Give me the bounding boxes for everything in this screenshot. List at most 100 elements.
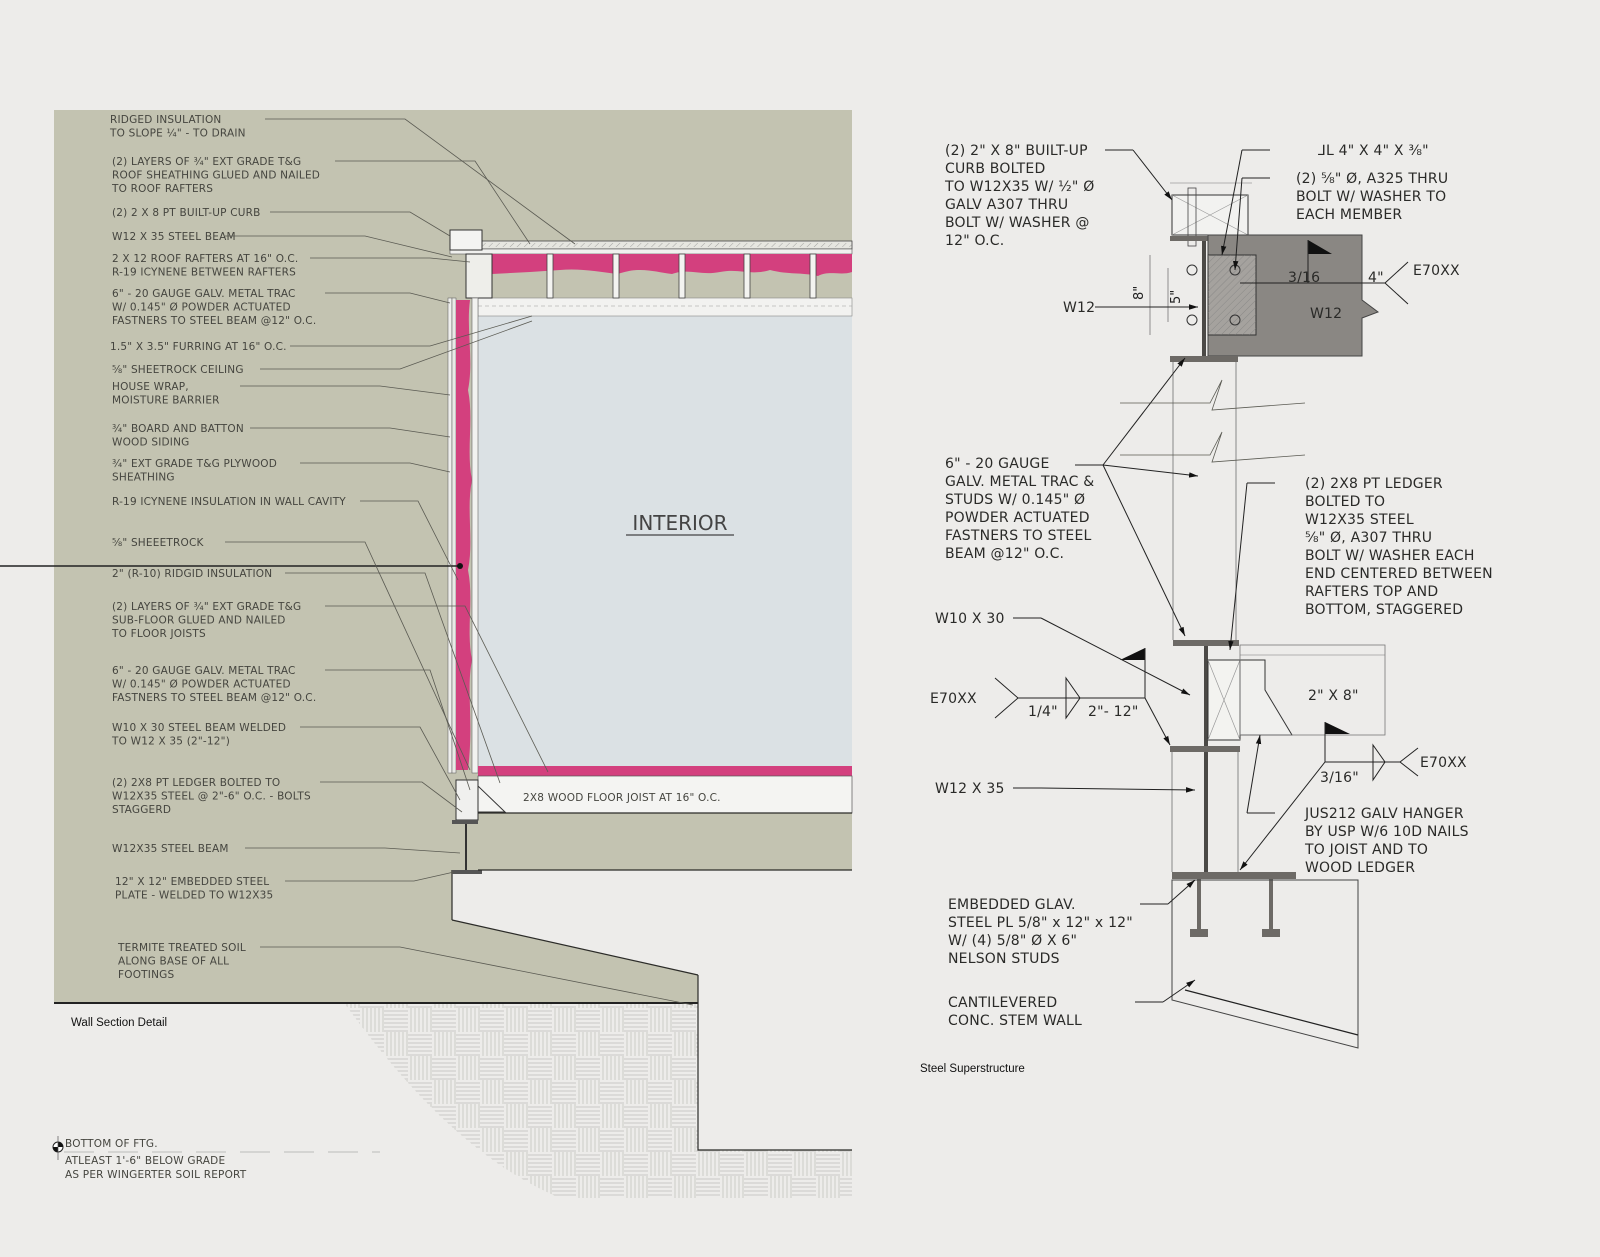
callout-text: BY USP W/6 10D NAILS	[1305, 824, 1469, 840]
steel-callout: W10 X 30	[935, 611, 1191, 696]
svg-text:4": 4"	[1368, 270, 1384, 286]
callout-text: W10 X 30	[935, 611, 1005, 627]
callout-text: 6" - 20 GAUGE	[945, 456, 1050, 472]
callout-text: TO SLOPE ¼" - TO DRAIN	[109, 128, 246, 140]
leader-arrow	[1040, 787, 1196, 793]
roof-rafters	[546, 253, 817, 299]
callout-text: FASTNERS TO STEEL	[945, 528, 1092, 544]
leader-arrow	[1102, 357, 1186, 466]
leader-line	[285, 572, 501, 784]
callout-text: W/ 0.145" Ø POWDER ACTUATED	[112, 679, 291, 691]
callout-text: STEEL PL 5/8" x 12" x 12"	[948, 915, 1133, 931]
wall-callout: R-19 ICYNENE INSULATION IN WALL CAVITY	[112, 496, 459, 581]
callout-text: BEAM @12" O.C.	[945, 546, 1064, 562]
wall-callout: 2" (R-10) RIDGID INSULATION	[112, 568, 501, 784]
callout-text: BOTTOM, STAGGERED	[1305, 602, 1463, 618]
svg-text:ATLEAST 1'-6" BELOW GRADE: ATLEAST 1'-6" BELOW GRADE	[65, 1155, 225, 1167]
leader-line	[240, 385, 451, 396]
callout-text: ⅝" SHEETROCK CEILING	[112, 364, 244, 376]
roof-insulation	[492, 254, 852, 276]
built-up-curb	[449, 229, 483, 251]
callout-text: R-19 ICYNENE BETWEEN RAFTERS	[112, 267, 296, 279]
leader-line	[360, 500, 459, 581]
callout-text: TO W12 X 35 (2"-12")	[111, 736, 230, 748]
callout-text: W/ 0.145" Ø POWDER ACTUATED	[112, 302, 291, 314]
floor-joist-label: 2X8 WOOD FLOOR JOIST AT 16" O.C.	[523, 792, 721, 804]
leader-arrow	[1102, 464, 1199, 478]
leader-line	[260, 320, 533, 370]
leader-line	[300, 726, 461, 801]
callout-text: TO JOIST AND TO	[1304, 842, 1428, 858]
callout-text: (2) 2 X 8 PT BUILT-UP CURB	[112, 207, 261, 219]
wall-callout: (2) 2 X 8 PT BUILT-UP CURB	[112, 207, 451, 237]
wall-insulation	[456, 300, 472, 770]
weld-symbol-top: 3/16 4" E70XX	[1240, 240, 1460, 305]
leader-line	[250, 427, 451, 438]
leader-arrow	[1040, 617, 1191, 696]
leader-line	[320, 781, 463, 813]
callout-text: BOLTED TO	[1305, 494, 1385, 510]
callout-text: CONC. STEM WALL	[948, 1013, 1082, 1029]
leader-arrow	[1228, 482, 1248, 651]
leader-line	[245, 847, 461, 854]
callout-text: FOOTINGS	[118, 969, 174, 981]
leader-line	[225, 541, 471, 771]
callout-text: POWDER ACTUATED	[945, 510, 1090, 526]
floor-ledger	[455, 779, 479, 821]
leader-line	[285, 871, 455, 882]
callout-text: 12" O.C.	[945, 233, 1004, 249]
svg-text:W12: W12	[1310, 306, 1342, 322]
callout-text: MOISTURE BARRIER	[112, 395, 220, 407]
svg-text:E70XX: E70XX	[1420, 755, 1467, 771]
wall-callout: (2) LAYERS OF ¾" EXT GRADE T&GSUB-FLOOR …	[111, 601, 549, 773]
callout-text: STUDS W/ 0.145" Ø	[945, 492, 1085, 508]
svg-text:1/4": 1/4"	[1028, 704, 1058, 720]
callout-text: W12X35 STEEL BEAM	[112, 843, 229, 855]
callout-text: W12 X 35 STEEL BEAM	[112, 231, 236, 243]
svg-text:E70XX: E70XX	[1413, 263, 1460, 279]
callout-text: WOOD LEDGER	[1305, 860, 1415, 876]
callout-text: 2 X 12 ROOF RAFTERS AT 16" O.C.	[112, 253, 298, 265]
embed-plate	[1172, 872, 1296, 879]
callout-text: W10 X 30 STEEL BEAM WELDED	[112, 722, 286, 734]
weld-symbol-left: E70XX 1/4" 2"- 12"	[930, 648, 1171, 746]
callout-text: RAFTERS TOP AND	[1305, 584, 1438, 600]
leader-line	[335, 160, 531, 245]
callout-text: NELSON STUDS	[948, 951, 1060, 967]
leader-line	[300, 462, 451, 473]
callout-text: (2) ⅝" Ø, A325 THRU	[1296, 171, 1448, 187]
callout-text: ⅝" Ø, A307 THRU	[1305, 530, 1432, 546]
leader-line	[290, 315, 533, 347]
steel-callout: EMBEDDED GLAV.STEEL PL 5/8" x 12" x 12"W…	[948, 879, 1196, 967]
leader-arrow	[1102, 464, 1186, 637]
leader-arrow	[1167, 879, 1196, 905]
callout-text: ROOF SHEATHING GLUED AND NAILED	[112, 170, 320, 182]
leader-line	[265, 118, 576, 245]
weld-symbol-bottom: 3/16" E70XX	[1239, 722, 1467, 871]
callout-text: TO ROOF RAFTERS	[111, 183, 213, 195]
footing-note: BOTTOM OF FTG. ATLEAST 1'-6" BELOW GRADE…	[52, 1136, 380, 1181]
callout-text: W12 X 35	[935, 781, 1005, 797]
callout-text: EACH MEMBER	[1296, 207, 1402, 223]
callout-text: TO FLOOR JOISTS	[111, 628, 206, 640]
wall-callout: 1.5" X 3.5" FURRING AT 16" O.C.	[110, 315, 533, 353]
leader-arrow	[1246, 734, 1262, 814]
callout-text: SUB-FLOOR GLUED AND NAILED	[112, 615, 286, 627]
callout-text: ALONG BASE OF ALL	[118, 956, 229, 968]
callout-text: GALV A307 THRU	[945, 197, 1068, 213]
callout-text: ¾" BOARD AND BATTON	[112, 423, 244, 435]
callout-text: FASTNERS TO STEEL BEAM @12" O.C.	[112, 692, 316, 704]
svg-text:3/16: 3/16	[1288, 270, 1320, 286]
wall-callout: W10 X 30 STEEL BEAM WELDED TO W12 X 35 (2…	[111, 722, 461, 801]
